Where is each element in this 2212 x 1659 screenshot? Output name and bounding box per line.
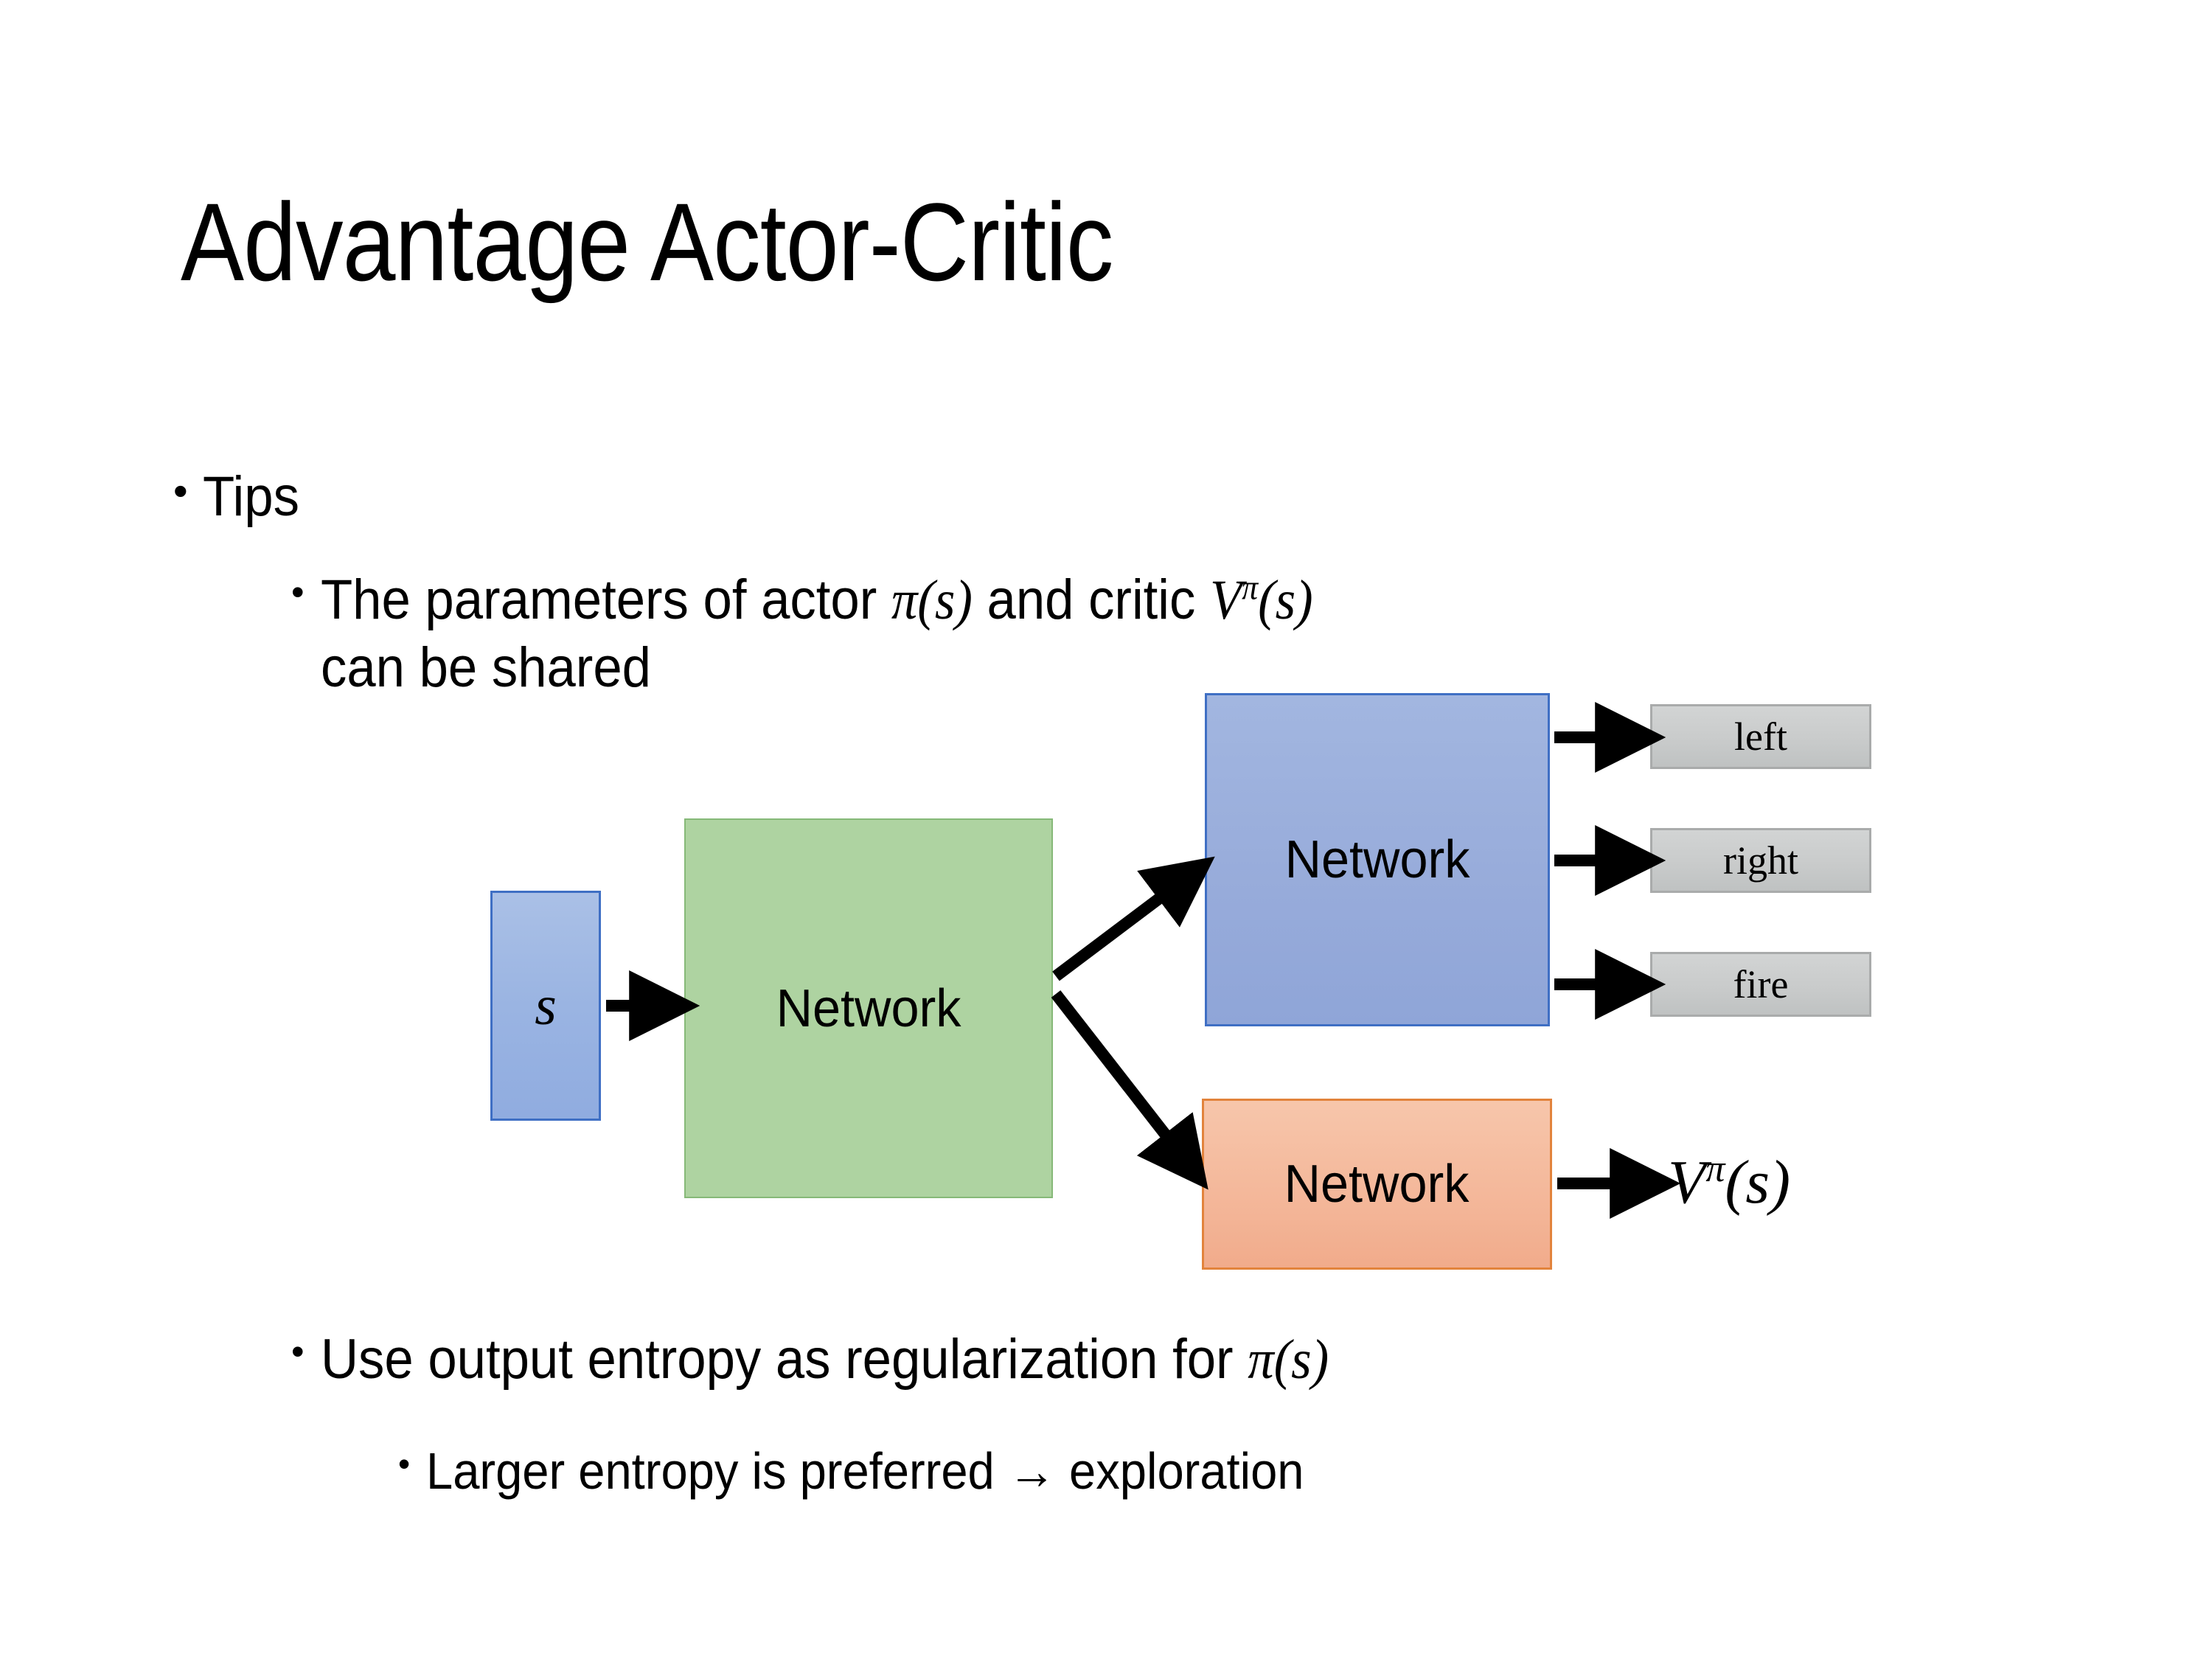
bullet-line-1: The parameters of actor π(s) and critic …: [321, 568, 1313, 633]
bullet-line-2: can be shared: [320, 636, 651, 699]
critic-network-label: Network: [1284, 1155, 1470, 1214]
action-output-left: left: [1650, 704, 1871, 769]
action-output-fire-label: fire: [1733, 962, 1789, 1006]
action-output-fire: fire: [1650, 952, 1871, 1017]
state-input-box: s: [490, 891, 601, 1121]
text-parameters-of-actor: The parameters of actor: [320, 568, 891, 631]
math-v-superscript-pi: π: [1241, 568, 1258, 608]
bullet-entropy-text: Use output entropy as regularization for…: [321, 1327, 1329, 1392]
arrow-shared-to-critic: [1051, 990, 1208, 1190]
critic-output-superscript-pi: π: [1705, 1148, 1725, 1190]
critic-output-base: V: [1668, 1148, 1706, 1217]
critic-output-argument: (s): [1725, 1148, 1791, 1217]
bullet-exploration: • Larger entropy is preferred → explorat…: [398, 1441, 1370, 1500]
action-output-right: right: [1650, 828, 1871, 893]
critic-network-box: Network: [1202, 1099, 1552, 1270]
critic-output-value: Vπ(s): [1668, 1147, 1790, 1218]
math-v-argument: (s): [1257, 569, 1313, 631]
bullet-marker: •: [398, 1444, 411, 1483]
shared-network-label: Network: [776, 978, 961, 1038]
math-value-function: Vπ(s): [1210, 569, 1313, 631]
bullet-marker: •: [291, 571, 305, 613]
page-title: Advantage Actor-Critic: [181, 180, 1113, 304]
text-use-output-entropy: Use output entropy as regularization for: [320, 1328, 1248, 1391]
arrow-shared-to-actor: [1052, 856, 1215, 981]
action-output-left-label: left: [1734, 714, 1787, 759]
bullet-tips-label: Tips: [202, 465, 299, 528]
bullet-tips: • Tips: [173, 465, 306, 529]
math-v-base: V: [1209, 569, 1242, 631]
bullet-marker: •: [291, 1331, 305, 1372]
actor-network-box: Network: [1205, 693, 1550, 1026]
actor-network-label: Network: [1284, 830, 1470, 889]
bullet-shared-parameters-text: The parameters of actor π(s) and critic …: [321, 568, 1388, 700]
state-label: s: [535, 974, 557, 1037]
math-policy-pi-s: π(s): [1247, 1329, 1329, 1391]
bullet-shared-parameters: • The parameters of actor π(s) and criti…: [291, 568, 1388, 700]
text-and-critic: and critic: [972, 568, 1210, 631]
action-output-right-label: right: [1723, 838, 1798, 883]
math-policy-pi-s: π(s): [891, 569, 973, 631]
shared-network-box: Network: [684, 818, 1053, 1198]
bullet-entropy-regularization: • Use output entropy as regularization f…: [291, 1327, 1405, 1392]
bullet-exploration-text: Larger entropy is preferred → exploratio…: [426, 1442, 1304, 1500]
bullet-marker: •: [173, 467, 188, 514]
